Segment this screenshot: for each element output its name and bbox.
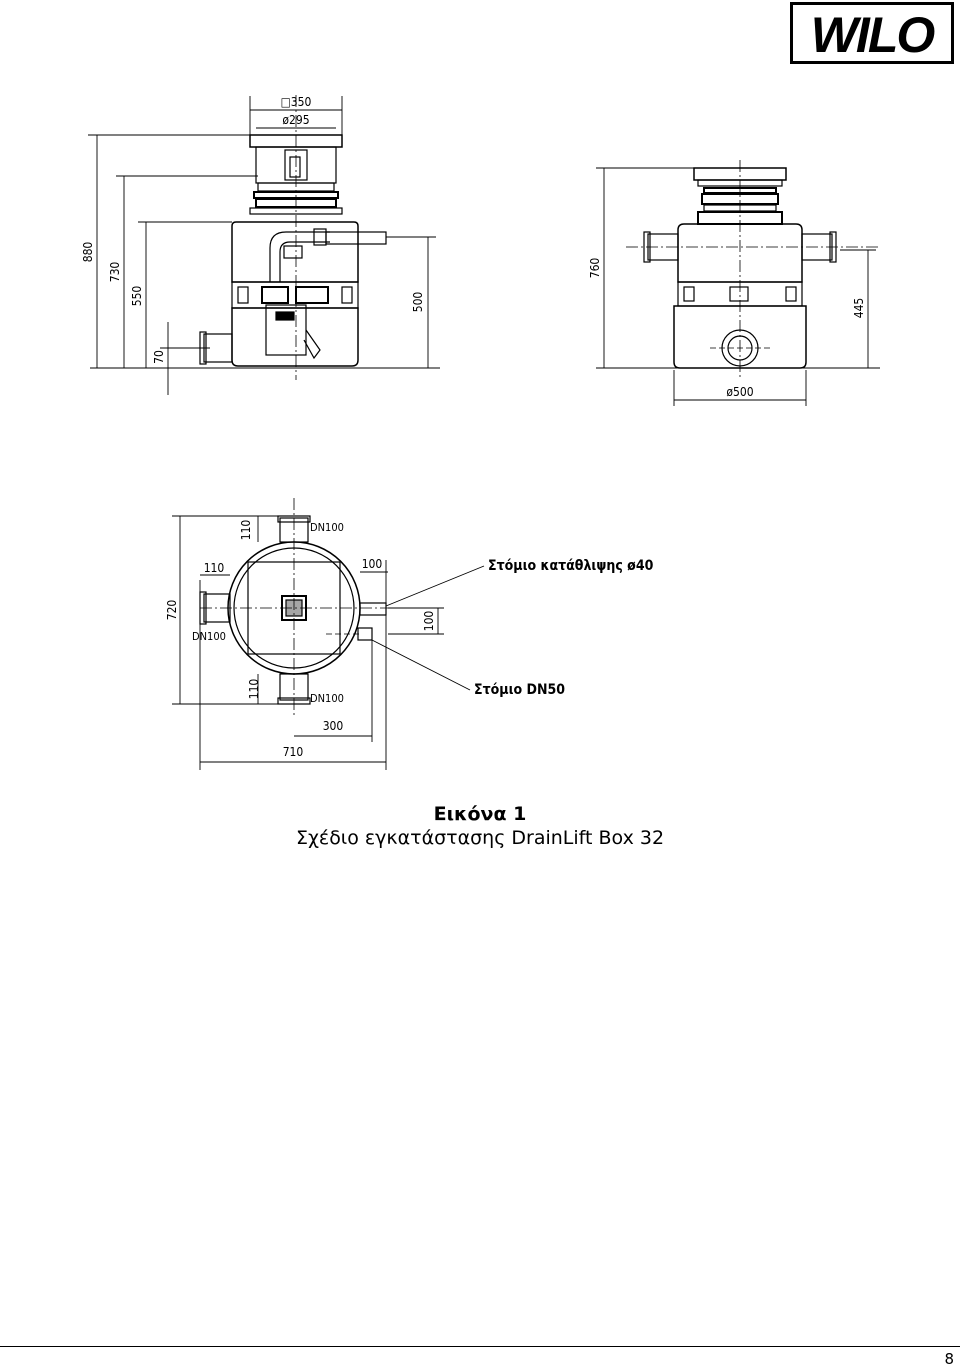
dim-70: 70 bbox=[152, 350, 166, 364]
dim-710: 710 bbox=[283, 745, 304, 759]
label-discharge-port: Στόμιο κατάθλιψης ø40 bbox=[488, 558, 654, 574]
dim-square-350: □350 bbox=[281, 95, 312, 109]
dim-720: 720 bbox=[165, 600, 179, 621]
front-view: □350 ø295 880 730 550 70 500 bbox=[81, 95, 440, 395]
dim-110-bottom: 110 bbox=[247, 679, 261, 700]
top-view: 110 110 110 100 100 720 300 710 DN100 DN… bbox=[165, 498, 654, 770]
dim-500: 500 bbox=[411, 292, 425, 313]
logo-text: WILO bbox=[811, 7, 936, 61]
label-dn50-port: Στόμιο DN50 bbox=[474, 682, 565, 698]
dim-550: 550 bbox=[130, 286, 144, 307]
label-dn100-left: DN100 bbox=[192, 630, 226, 643]
dim-100-right: 100 bbox=[362, 557, 383, 571]
dim-730: 730 bbox=[108, 262, 122, 283]
dim-dia-295: ø295 bbox=[282, 113, 309, 127]
figure-caption: Εικόνα 1 Σχέδιο εγκατάστασης DrainLift B… bbox=[0, 802, 960, 850]
wilo-logo: WILO bbox=[790, 2, 954, 64]
label-dn100-bottom: DN100 bbox=[310, 692, 344, 705]
footer-divider bbox=[0, 1346, 960, 1347]
dim-110-left: 110 bbox=[204, 561, 225, 575]
dim-110-top: 110 bbox=[239, 520, 253, 541]
caption-subtitle: Σχέδιο εγκατάστασης DrainLift Box 32 bbox=[295, 827, 665, 849]
dim-445: 445 bbox=[852, 298, 866, 319]
dim-760: 760 bbox=[588, 258, 602, 279]
dim-dia-500: ø500 bbox=[726, 385, 753, 399]
dim-880: 880 bbox=[81, 242, 95, 263]
label-dn100-top: DN100 bbox=[310, 521, 344, 534]
page-number: 8 bbox=[944, 1350, 954, 1368]
installation-drawing: □350 ø295 880 730 550 70 500 bbox=[81, 95, 880, 770]
side-view: 760 445 ø500 bbox=[588, 160, 880, 406]
dim-100-vertical: 100 bbox=[422, 611, 436, 632]
caption-title: Εικόνα 1 bbox=[433, 803, 527, 825]
dim-300: 300 bbox=[323, 719, 344, 733]
